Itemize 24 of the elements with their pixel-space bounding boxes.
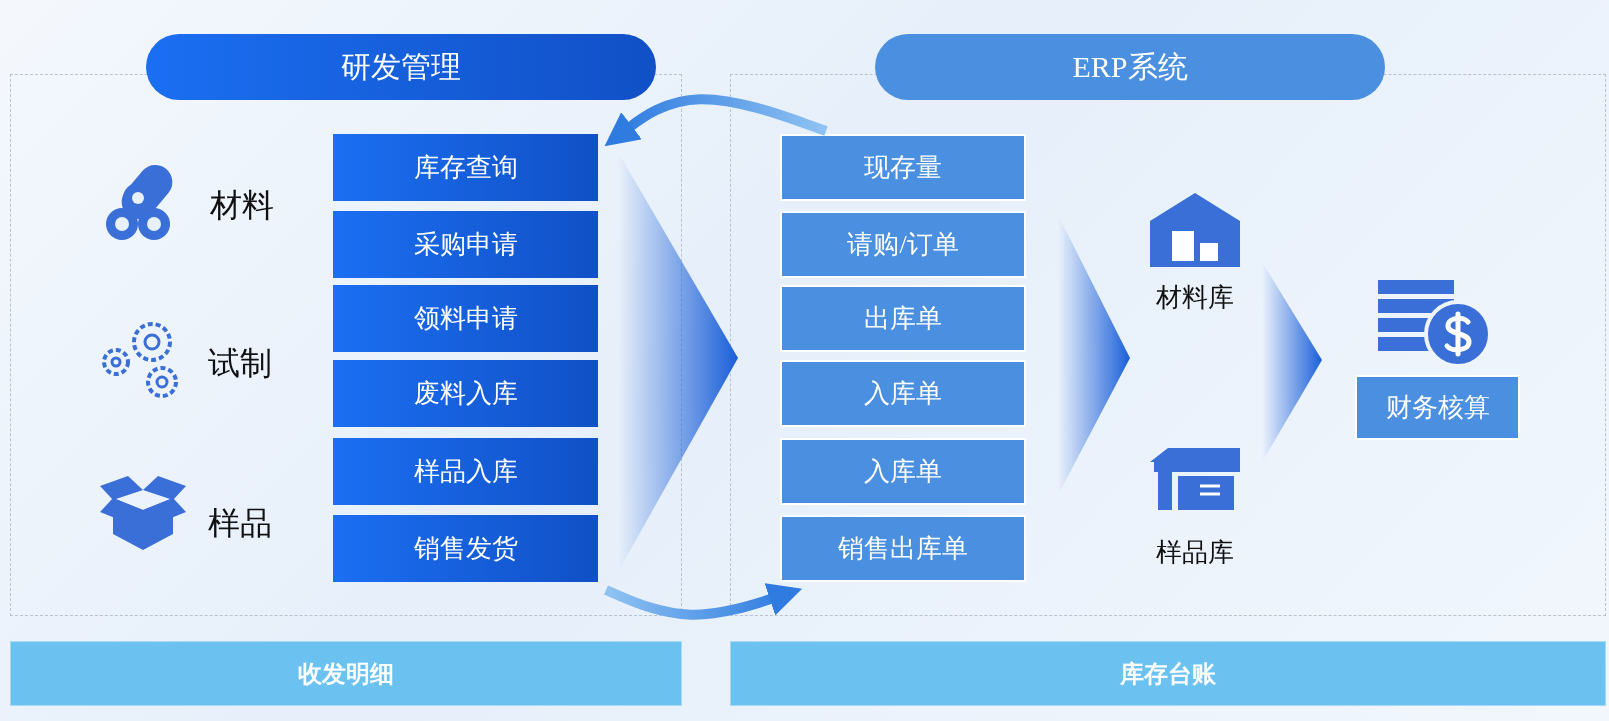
- summary-bar: 收发明细: [10, 641, 682, 706]
- category-label: 材料: [210, 186, 274, 225]
- process-box: 库存查询: [333, 134, 598, 201]
- process-box: 领料申请: [333, 285, 598, 352]
- category-label: 试制: [208, 344, 272, 383]
- process-box: 销售出库单: [780, 515, 1026, 582]
- curved-arrow: [604, 94, 828, 147]
- process-box: 入库单: [780, 360, 1026, 427]
- process-box: 请购/订单: [780, 211, 1026, 278]
- header-pill: ERP系统: [875, 34, 1385, 100]
- category-label: 样品: [208, 504, 272, 543]
- header-pill: 研发管理: [146, 34, 656, 100]
- warehouse-label: 材料库: [1155, 282, 1235, 314]
- process-box: 废料入库: [333, 360, 598, 427]
- process-box: 样品入库: [333, 438, 598, 505]
- process-box: 现存量: [780, 134, 1026, 201]
- curved-arrow: [604, 583, 803, 620]
- warehouse-label: 样品库: [1155, 537, 1235, 569]
- summary-bar: 库存台账: [730, 641, 1606, 706]
- process-box: 出库单: [780, 285, 1026, 352]
- process-box: 销售发货: [333, 515, 598, 582]
- process-box: 采购申请: [333, 211, 598, 278]
- process-box: 入库单: [780, 438, 1026, 505]
- process-box: 财务核算: [1355, 375, 1520, 440]
